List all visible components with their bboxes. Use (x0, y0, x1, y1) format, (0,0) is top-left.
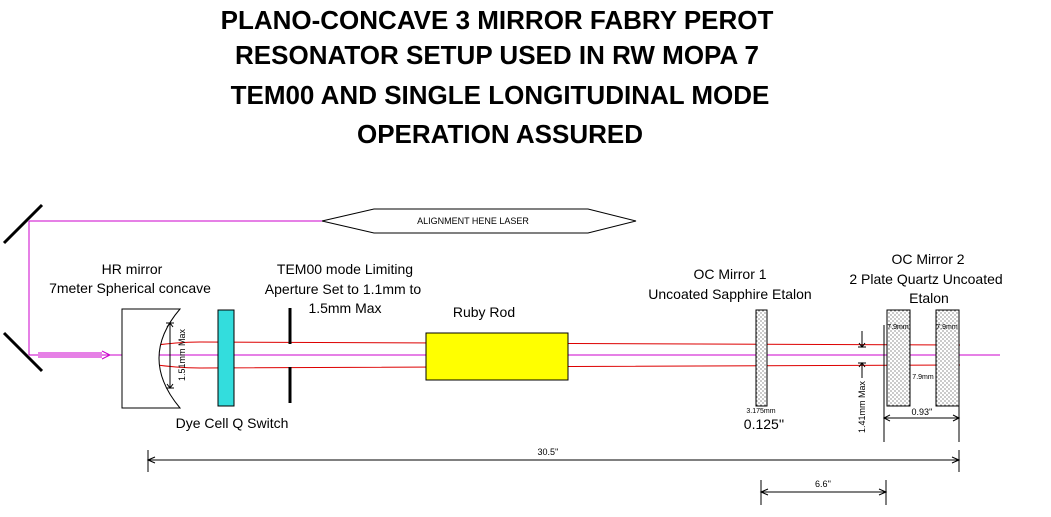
oc-mirror-2-plate-2-mm: 7.9mm (936, 324, 958, 331)
hr-mirror-label-1: HR mirror (102, 261, 163, 277)
total-length-label: 30.5'' (538, 447, 559, 457)
dye-cell-label: Dye Cell Q Switch (176, 415, 289, 431)
aperture-label-2: Aperture Set to 1.1mm to (265, 281, 422, 297)
title-line-1: PLANO-CONCAVE 3 MIRROR FABRY PEROT (221, 5, 774, 35)
fold-mirror-bottom (2, 331, 44, 373)
title-line-2: RESONATOR SETUP USED IN RW MOPA 7 (235, 40, 759, 70)
title-line-3: TEM00 AND SINGLE LONGITUDINAL MODE (231, 80, 770, 110)
aperture-label-1: TEM00 mode Limiting (277, 261, 413, 277)
oc-mirror-1-label-1: OC Mirror 1 (693, 266, 766, 282)
aperture-label-3: 1.5mm Max (308, 300, 381, 316)
oc-mirror-1-etalon (755, 309, 768, 407)
fold-mirror-top (2, 203, 44, 245)
oc2-span-dimension (882, 406, 961, 442)
hr-beam-dimension (166, 322, 174, 389)
oc-mirror-2-gap-mm: 7.9mm (912, 374, 934, 381)
oc2-beam-dimension (858, 325, 885, 442)
hr-beam-dim-label: 1.51mm Max (177, 328, 187, 381)
hene-laser-body (321, 208, 637, 234)
oc-mirror-2-plate-1-mm: 7.9mm (887, 324, 909, 331)
oc-spacing-label: 6.6'' (815, 479, 831, 489)
oc-mirror-2-label-3: Etalon (909, 290, 949, 306)
oc-mirror-2-label-2: 2 Plate Quartz Uncoated (849, 271, 1002, 287)
hr-mirror (121, 308, 182, 409)
oc-mirror-1-thickness-mm: 3.175mm (746, 408, 775, 415)
oc-spacing-dimension (759, 480, 888, 505)
oc2-beam-dim-label: 1.41mm Max (857, 380, 867, 433)
ruby-rod-label: Ruby Rod (453, 304, 515, 320)
oc-mirror-2-plate-2 (935, 309, 960, 407)
hene-laser-label: ALIGNMENT HENE LASER (417, 216, 529, 226)
oc-mirror-2-label-1: OC Mirror 2 (891, 251, 964, 267)
ruby-rod (425, 332, 569, 381)
oc-mirror-1-label-2: Uncoated Sapphire Etalon (648, 286, 811, 302)
total-length-dimension (146, 450, 961, 472)
dye-cell-q-switch (217, 309, 235, 407)
oc-mirror-1-thickness-in: 0.125'' (744, 416, 784, 432)
oc-mirror-2-plate-1 (886, 309, 911, 407)
title-line-4: OPERATION ASSURED (357, 119, 643, 149)
oc2-span-label: 0.93'' (912, 407, 933, 417)
hr-mirror-label-2: 7meter Spherical concave (49, 280, 211, 296)
